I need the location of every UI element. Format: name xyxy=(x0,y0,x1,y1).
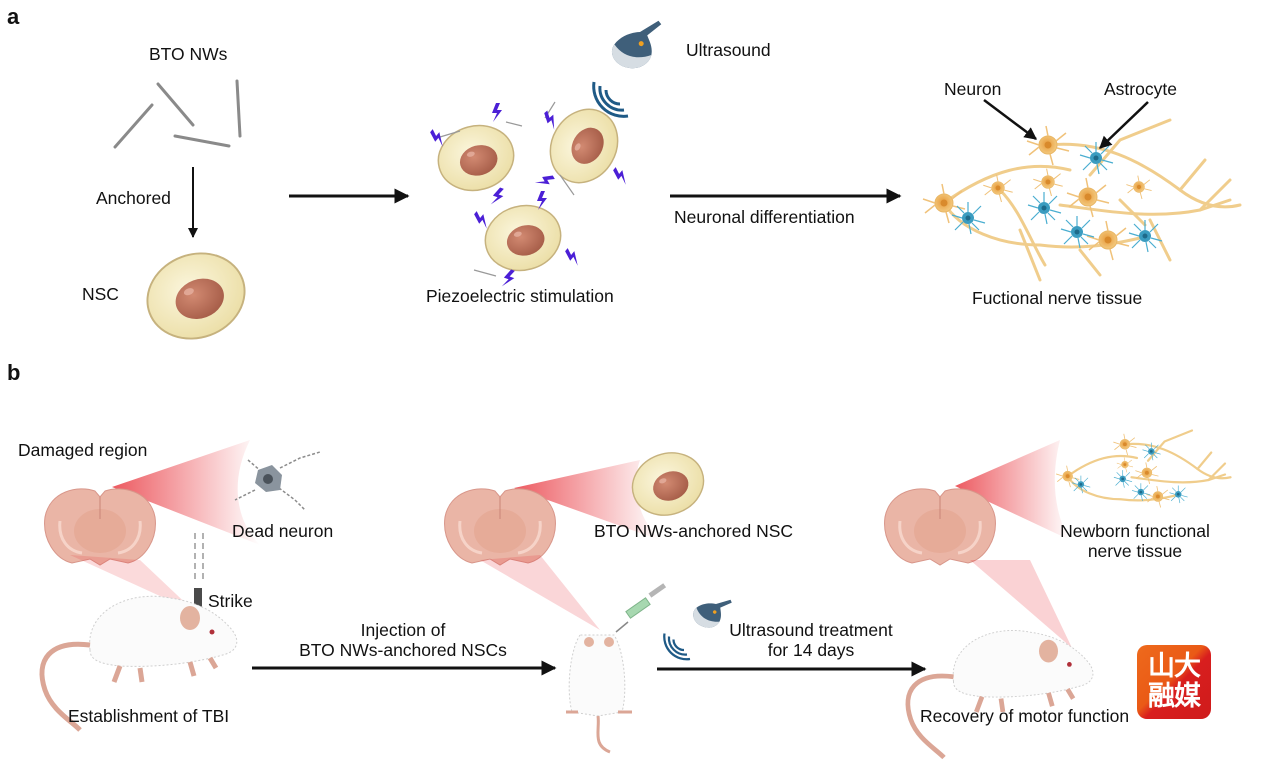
injection-site-beam xyxy=(480,555,600,630)
anchored-nsc-beam xyxy=(514,460,660,540)
watermark-line2: 融媒 xyxy=(1148,681,1201,712)
functional-nerve-tissue-label: Fuctional nerve tissue xyxy=(972,288,1143,308)
newborn-tissue-beam xyxy=(955,440,1070,540)
treatment-label-line2: for 14 days xyxy=(767,640,855,661)
astrocyte-pointer-arrow xyxy=(1099,101,1149,149)
dead-neuron-label: Dead neuron xyxy=(232,521,334,541)
stimulated-cells xyxy=(430,96,632,280)
neuronal-differentiation-label: Neuronal differentiation xyxy=(674,207,855,227)
nerve-tissue-illustration xyxy=(922,118,1242,282)
strike-label: Strike xyxy=(208,591,253,611)
nanowires-illustration xyxy=(113,79,242,149)
establishment-of-tbi-label: Establishment of TBI xyxy=(68,706,230,726)
injection-label: Injection of BTO NWs-anchored NSCs xyxy=(268,620,538,660)
newborn-label-line1: Newborn functional xyxy=(1060,521,1210,541)
panel-a-letter: a xyxy=(7,4,20,29)
damaged-region-beam xyxy=(112,440,260,545)
anchored-label: Anchored xyxy=(96,188,171,208)
newborn-tissue-illustration xyxy=(1055,429,1232,508)
brain-section-2 xyxy=(443,487,557,567)
ultrasound-wave-small-icon xyxy=(663,632,692,661)
bto-nws-label: BTO NWs xyxy=(149,44,228,64)
syringe-icon xyxy=(615,583,667,633)
injected-mouse-illustration xyxy=(566,634,632,754)
panel-b-letter: b xyxy=(7,360,21,385)
injection-label-line1: Injection of xyxy=(360,620,446,640)
ultrasound-probe-icon xyxy=(607,7,667,76)
newborn-tissue-label: Newborn functional nerve tissue xyxy=(1040,521,1230,561)
neuron-label: Neuron xyxy=(944,79,1002,99)
anchored-nsc-label: BTO NWs-anchored NSC xyxy=(594,521,794,541)
damaged-region-label: Damaged region xyxy=(18,440,148,460)
ultrasound-label: Ultrasound xyxy=(686,40,771,60)
nsc-cell xyxy=(134,239,258,353)
nsc-label: NSC xyxy=(82,284,119,304)
watermark-line1: 山大 xyxy=(1148,651,1201,682)
ultrasound-treatment-label: Ultrasound treatment for 14 days xyxy=(706,620,916,660)
dead-neuron-illustration xyxy=(234,451,321,511)
recovered-mouse-illustration xyxy=(908,630,1093,757)
watermark-logo: 山大 融媒 xyxy=(1137,645,1211,719)
astrocyte-label: Astrocyte xyxy=(1104,79,1177,99)
newborn-label-line2: nerve tissue xyxy=(1087,541,1183,562)
recovery-beam xyxy=(970,560,1072,648)
neuron-pointer-arrow xyxy=(983,99,1037,140)
injection-label-line2: BTO NWs-anchored NSCs xyxy=(299,640,507,661)
piezoelectric-stimulation-label: Piezoelectric stimulation xyxy=(426,286,614,306)
treatment-label-line1: Ultrasound treatment xyxy=(729,620,893,640)
brain-section-1 xyxy=(43,487,157,567)
brain-section-3 xyxy=(883,487,997,567)
recovery-of-motor-function-label: Recovery of motor function xyxy=(920,706,1130,726)
